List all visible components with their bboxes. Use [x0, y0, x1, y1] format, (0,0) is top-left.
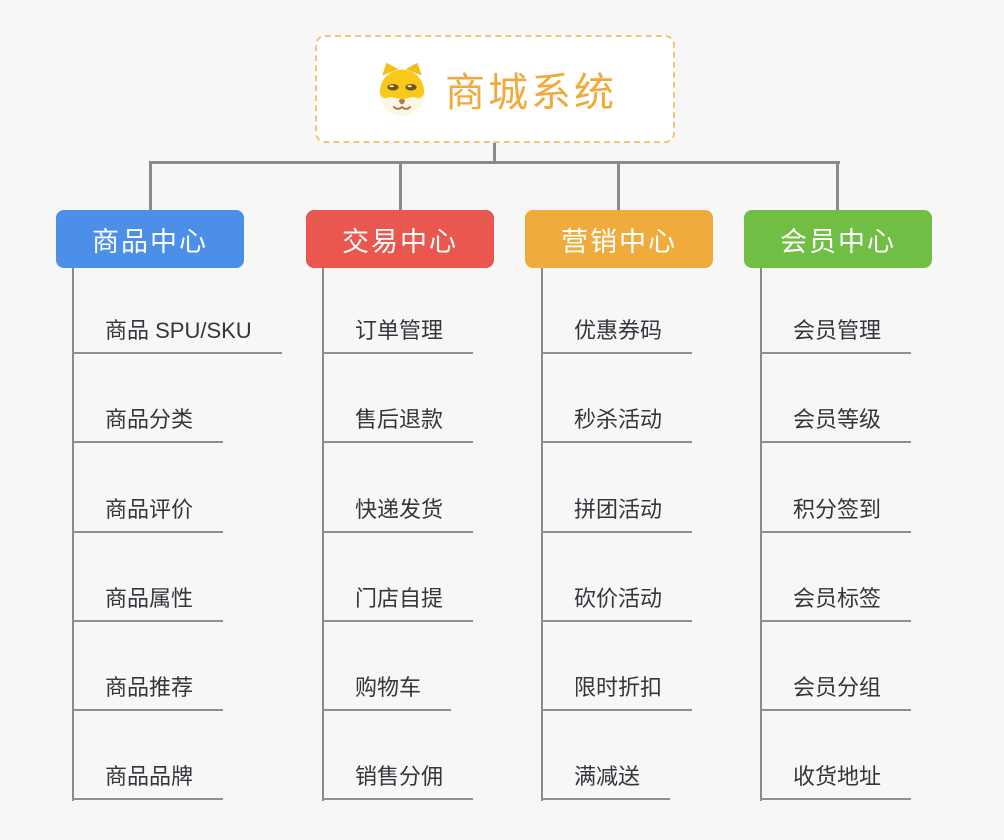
- branch-products-center[interactable]: 商品中心: [56, 210, 244, 268]
- leaf-node[interactable]: 商品属性: [72, 533, 282, 622]
- branch-label: 会员中心: [780, 226, 896, 257]
- connector-root-drop: [493, 143, 496, 164]
- trunk-marketing: [541, 268, 543, 801]
- leaf-label: 收货地址: [760, 759, 912, 801]
- leaf-label: 会员等级: [760, 402, 912, 444]
- leaf-node[interactable]: 砍价活动: [541, 533, 693, 622]
- leaf-node[interactable]: 商品分类: [72, 354, 282, 444]
- leaf-label: 订单管理: [322, 313, 474, 355]
- leaf-label: 秒杀活动: [541, 402, 693, 444]
- leaf-node[interactable]: 商品推荐: [72, 622, 282, 711]
- leaf-label: 商品推荐: [72, 670, 224, 711]
- leaf-label: 商品属性: [72, 581, 224, 622]
- leaf-label: 会员管理: [760, 313, 912, 355]
- leaf-node[interactable]: 拼团活动: [541, 443, 693, 533]
- branch-members-center[interactable]: 会员中心: [744, 210, 932, 268]
- root-title: 商城系统: [445, 71, 617, 115]
- branch-marketing-center[interactable]: 营销中心: [525, 210, 713, 268]
- leaf-node[interactable]: 会员标签: [760, 533, 912, 622]
- leaf-label: 限时折扣: [541, 670, 693, 711]
- leaf-label: 满减送: [541, 759, 671, 801]
- leaf-node[interactable]: 商品 SPU/SKU: [72, 265, 282, 355]
- leaf-node[interactable]: 快递发货: [322, 443, 474, 533]
- leaf-node[interactable]: 售后退款: [322, 354, 474, 444]
- leaf-label: 会员分组: [760, 670, 912, 711]
- root-node-mall-system[interactable]: 商城系统: [315, 35, 675, 143]
- leaf-node[interactable]: 销售分佣: [322, 711, 474, 801]
- leaf-node[interactable]: 会员分组: [760, 622, 912, 711]
- branch-label: 商品中心: [92, 226, 208, 257]
- dog-face-icon: [373, 61, 431, 117]
- branch-label: 营销中心: [561, 226, 677, 257]
- leaf-label: 商品 SPU/SKU: [72, 313, 282, 355]
- leaf-label: 商品分类: [72, 402, 224, 444]
- trade-leaf-list: 订单管理 售后退款 快递发货 门店自提 购物车 销售分佣: [322, 265, 474, 801]
- leaf-node[interactable]: 秒杀活动: [541, 354, 693, 444]
- leaf-label: 拼团活动: [541, 492, 693, 533]
- leaf-label: 优惠券码: [541, 313, 693, 355]
- leaf-label: 积分签到: [760, 492, 912, 533]
- connector-drop-trade: [399, 161, 402, 210]
- connector-drop-members: [836, 161, 839, 210]
- leaf-label: 商品品牌: [72, 759, 224, 801]
- leaf-label: 售后退款: [322, 402, 474, 444]
- leaf-node[interactable]: 订单管理: [322, 265, 474, 355]
- connector-drop-products: [149, 161, 152, 210]
- leaf-label: 门店自提: [322, 581, 474, 622]
- leaf-node[interactable]: 收货地址: [760, 711, 912, 801]
- leaf-label: 会员标签: [760, 581, 912, 622]
- leaf-label: 商品评价: [72, 492, 224, 533]
- products-leaf-list: 商品 SPU/SKU 商品分类 商品评价 商品属性 商品推荐 商品品牌: [72, 265, 282, 801]
- branch-label: 交易中心: [342, 226, 458, 257]
- leaf-node[interactable]: 积分签到: [760, 443, 912, 533]
- leaf-label: 销售分佣: [322, 759, 474, 801]
- leaf-node[interactable]: 商品评价: [72, 443, 282, 533]
- trunk-trade: [322, 268, 324, 801]
- leaf-node[interactable]: 购物车: [322, 622, 473, 711]
- leaf-node[interactable]: 商品品牌: [72, 711, 282, 801]
- marketing-leaf-list: 优惠券码 秒杀活动 拼团活动 砍价活动 限时折扣 满减送: [541, 265, 693, 801]
- leaf-node[interactable]: 限时折扣: [541, 622, 693, 711]
- leaf-node[interactable]: 满减送: [541, 711, 692, 801]
- trunk-members: [760, 268, 762, 801]
- leaf-label: 砍价活动: [541, 581, 693, 622]
- branch-trade-center[interactable]: 交易中心: [306, 210, 494, 268]
- leaf-node[interactable]: 优惠券码: [541, 265, 693, 355]
- leaf-node[interactable]: 会员管理: [760, 265, 912, 355]
- connector-bus: [149, 161, 840, 164]
- leaf-label: 购物车: [322, 670, 452, 711]
- leaf-node[interactable]: 会员等级: [760, 354, 912, 444]
- trunk-products: [72, 268, 74, 801]
- leaf-label: 快递发货: [322, 492, 474, 533]
- leaf-node[interactable]: 门店自提: [322, 533, 474, 622]
- connector-drop-marketing: [617, 161, 620, 210]
- members-leaf-list: 会员管理 会员等级 积分签到 会员标签 会员分组 收货地址: [760, 265, 912, 801]
